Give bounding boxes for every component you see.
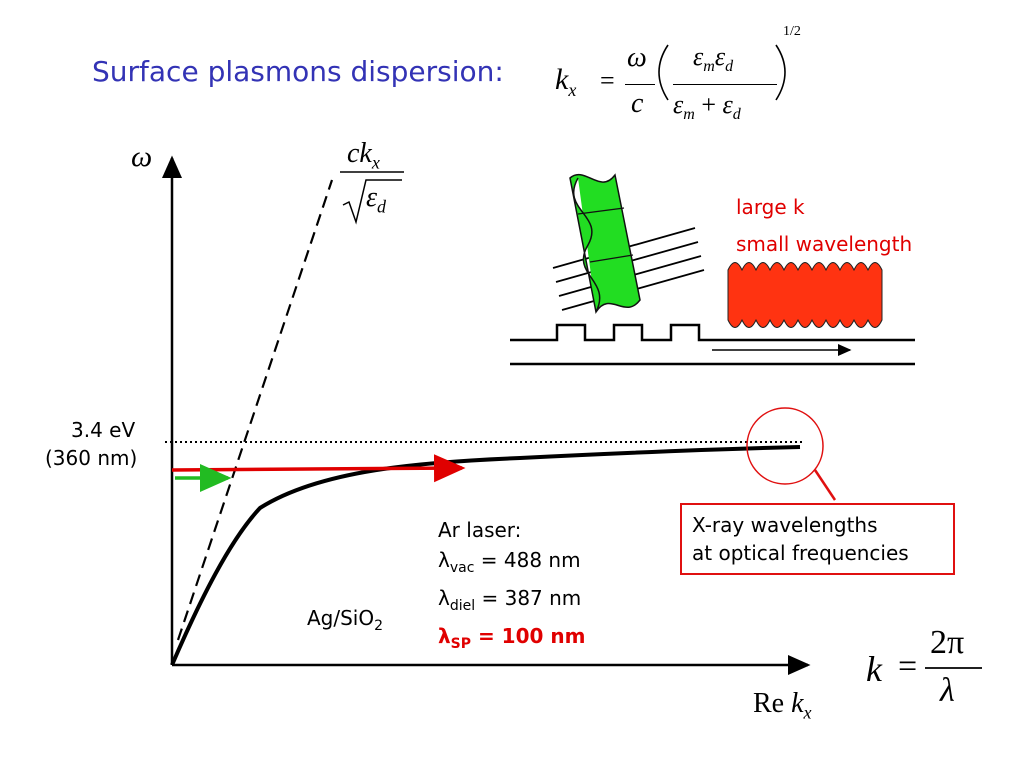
material-label: Ag/SiO2 xyxy=(307,606,384,634)
formula-numerator: εmεd xyxy=(693,42,734,76)
wavelength-label: (360 nm) xyxy=(45,446,138,470)
light-line xyxy=(176,179,334,641)
sqrt-sign xyxy=(342,179,402,225)
formula-left-paren xyxy=(658,44,669,101)
incident-wave-node-2 xyxy=(589,254,634,263)
incident-wave-node-1 xyxy=(577,207,625,215)
light-line-denominator: εd xyxy=(366,182,387,217)
k-formula-numerator: 2π xyxy=(930,624,965,661)
light-line-numerator: ckx xyxy=(347,138,380,173)
k-formula-denominator: λ xyxy=(940,672,955,709)
xray-line-1: X-ray wavelengths xyxy=(692,513,878,537)
formula-exponent: 1/2 xyxy=(783,24,801,39)
plasmon-wave xyxy=(727,262,883,328)
slide-title: Surface plasmons dispersion: xyxy=(92,55,504,88)
y-axis-label: ω xyxy=(131,140,153,173)
callout-line xyxy=(813,469,837,501)
lambda-sp: λSP = 100 nm xyxy=(438,624,586,652)
lambda-diel: λdiel = 387 nm xyxy=(438,586,582,614)
xray-callout-box: X-ray wavelengths at optical frequencies xyxy=(680,503,955,575)
grating-surface xyxy=(510,323,915,342)
incident-light-wave xyxy=(569,173,641,314)
formula-frac-line-1 xyxy=(625,84,655,85)
k-formula-equals: = xyxy=(898,648,918,685)
xray-line-2: at optical frequencies xyxy=(692,541,909,565)
energy-label: 3.4 eV xyxy=(71,418,136,442)
x-axis-label: Re kx xyxy=(753,688,812,723)
formula-omega: ω xyxy=(627,42,647,73)
lambda-vac: λvac = 488 nm xyxy=(438,548,581,576)
formula-equals: = xyxy=(600,66,615,95)
red-laser-arrow xyxy=(171,454,466,483)
formula-kx: kx xyxy=(555,63,577,100)
formula-frac-line-2 xyxy=(673,84,777,85)
formula-c: c xyxy=(631,88,644,119)
laser-title: Ar laser: xyxy=(438,518,522,542)
highlight-circle xyxy=(746,407,824,485)
grating-sketch xyxy=(510,227,915,366)
small-wavelength-label: small wavelength xyxy=(736,232,913,256)
laser-info: Ar laser: λvac = 488 nm λdiel = 387 nm λ… xyxy=(438,515,585,659)
plasmon-wave-body xyxy=(727,262,883,328)
dispersion-formula: kx = ω c εmεd εm + εd 1/2 xyxy=(555,24,815,128)
large-k-label: large k xyxy=(736,195,805,219)
formula-right-paren xyxy=(775,44,786,101)
k-formula-k: k xyxy=(866,649,882,689)
formula-denominator: εm + εd xyxy=(673,90,741,124)
